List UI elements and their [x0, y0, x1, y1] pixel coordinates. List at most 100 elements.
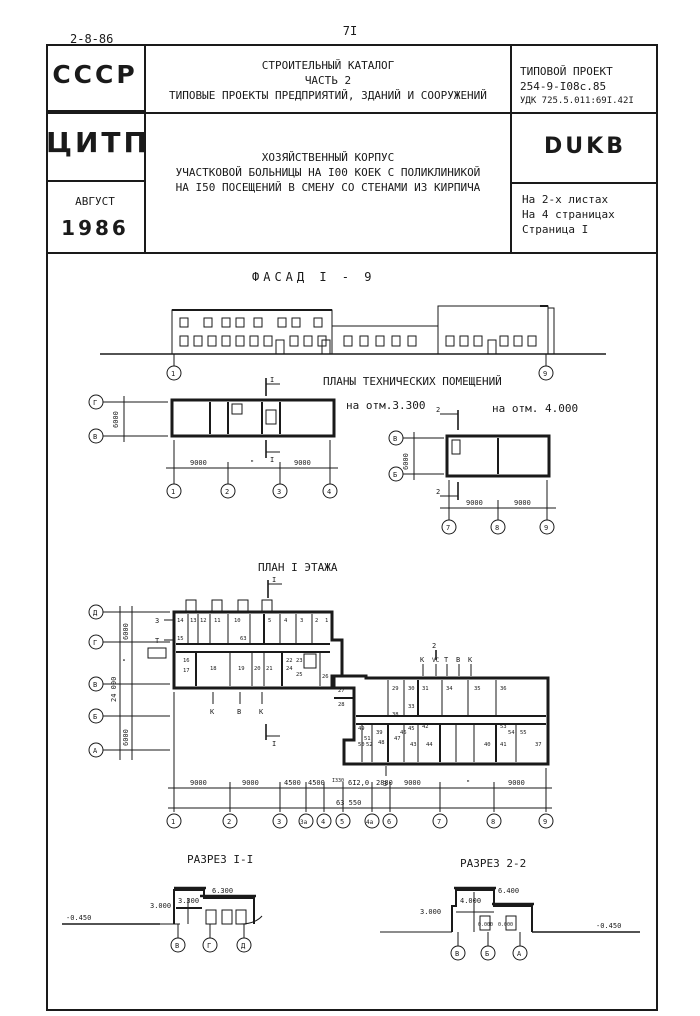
svg-text:8: 8	[495, 524, 499, 532]
svg-text:15: 15	[177, 636, 184, 642]
svg-text:40: 40	[484, 742, 491, 748]
svg-text:В: В	[93, 433, 97, 441]
svg-text:-0.450: -0.450	[596, 922, 621, 930]
svg-text:23: 23	[296, 658, 303, 664]
svg-text:16: 16	[183, 658, 190, 664]
svg-text:Т: Т	[444, 656, 449, 664]
svg-text:38: 38	[392, 712, 399, 718]
svg-text:К: К	[210, 708, 215, 716]
header-divider	[46, 252, 658, 254]
svg-text:А: А	[517, 950, 522, 958]
svg-text:5: 5	[340, 818, 344, 826]
svg-text:42: 42	[422, 724, 429, 730]
svg-text:Б: Б	[93, 713, 97, 721]
section-1-title: РАЗРЕЗ I-I	[187, 853, 254, 866]
header-divider	[46, 112, 658, 114]
svg-text:41: 41	[500, 742, 507, 748]
project-info: ТИПОВОЙ ПРОЕКТ 254-9-I08с.85 УДК 725.5.0…	[520, 65, 634, 106]
svg-text:45: 45	[408, 726, 415, 732]
section-1	[62, 886, 263, 953]
svg-text:6000: 6000	[402, 453, 410, 470]
svg-text:9000: 9000	[242, 779, 259, 787]
svg-text:В: В	[393, 435, 397, 443]
svg-text:В: В	[456, 656, 460, 664]
svg-text:4500: 4500	[284, 779, 301, 787]
svg-text:2: 2	[432, 642, 436, 650]
svg-text:2: 2	[227, 818, 231, 826]
svg-text:1: 1	[171, 370, 175, 378]
svg-text:Д: Д	[241, 942, 246, 950]
svg-text:4.000: 4.000	[460, 897, 481, 905]
svg-text:3: 3	[277, 488, 281, 496]
svg-text:Б: Б	[393, 471, 397, 479]
svg-text:Г: Г	[93, 639, 97, 647]
svg-text:28: 28	[338, 702, 345, 708]
svg-text:В: В	[455, 950, 459, 958]
header-divider	[510, 182, 658, 184]
svg-text:50: 50	[358, 742, 365, 748]
svg-text:2: 2	[315, 618, 318, 624]
svg-text:13: 13	[190, 618, 197, 624]
ground-floor-plan	[88, 580, 554, 829]
svg-text:49: 49	[358, 726, 365, 732]
svg-text:17: 17	[183, 668, 190, 674]
svg-text:54: 54	[508, 730, 515, 736]
svg-text:9000: 9000	[190, 779, 207, 787]
svg-text:18: 18	[210, 666, 217, 672]
svg-text:31: 31	[422, 686, 429, 692]
svg-text:0.000: 0.000	[498, 922, 513, 928]
header-divider	[144, 44, 146, 254]
svg-text:5: 5	[268, 618, 271, 624]
svg-text:В: В	[237, 708, 241, 716]
svg-text:26: 26	[322, 674, 329, 680]
svg-text:К: К	[259, 708, 264, 716]
svg-text:33: 33	[408, 704, 415, 710]
svg-text:4500: 4500	[308, 779, 325, 787]
sheet-info: На 2-х листах На 4 страницах Страница I	[522, 193, 615, 236]
svg-text:6000: 6000	[122, 623, 130, 640]
release-month: АВГУСТ	[75, 195, 115, 208]
svg-text:3а: 3а	[300, 819, 308, 826]
tech-plan-a	[88, 378, 338, 499]
release-year: 1986	[61, 216, 129, 240]
header-divider	[46, 180, 146, 182]
svg-text:9000: 9000	[466, 499, 483, 507]
section-2	[380, 886, 640, 961]
svg-text:3.000: 3.000	[420, 908, 441, 916]
svg-text:3: 3	[300, 618, 303, 624]
svg-text:6.400: 6.400	[498, 887, 519, 895]
svg-text:3.300: 3.300	[178, 897, 199, 905]
svg-text:7: 7	[446, 524, 450, 532]
svg-text:10: 10	[234, 618, 241, 624]
svg-text:6000: 6000	[122, 729, 130, 746]
svg-text:6: 6	[387, 818, 391, 826]
svg-text:-0.450: -0.450	[66, 914, 91, 922]
svg-text:В: В	[93, 681, 97, 689]
svg-text:52: 52	[366, 742, 373, 748]
svg-text:К: К	[420, 656, 425, 664]
svg-text:I330: I330	[332, 778, 344, 784]
svg-text:0.000: 0.000	[478, 922, 493, 928]
svg-text:43: 43	[410, 742, 417, 748]
svg-text:2: 2	[436, 488, 440, 496]
institute-name: ЦИТП	[46, 126, 150, 159]
svg-text:25: 25	[296, 672, 303, 678]
svg-text:4а: 4а	[366, 819, 374, 826]
svg-text:1: 1	[171, 488, 175, 496]
svg-text:Г: Г	[207, 942, 211, 950]
project-code: DUKB	[544, 134, 626, 159]
svg-text:9000: 9000	[514, 499, 531, 507]
svg-text:48: 48	[378, 740, 385, 746]
svg-text:11: 11	[214, 618, 221, 624]
svg-text:2: 2	[225, 488, 229, 496]
svg-text:2880: 2880	[376, 779, 393, 787]
svg-text:В: В	[175, 942, 179, 950]
svg-text:4: 4	[327, 488, 331, 496]
facade-title: ФАСАД I - 9	[252, 270, 376, 284]
svg-text:1: 1	[171, 818, 175, 826]
svg-text:Т: Т	[155, 637, 160, 645]
svg-text:4: 4	[284, 618, 288, 624]
svg-text:I: I	[270, 456, 274, 464]
header-divider	[510, 44, 512, 254]
